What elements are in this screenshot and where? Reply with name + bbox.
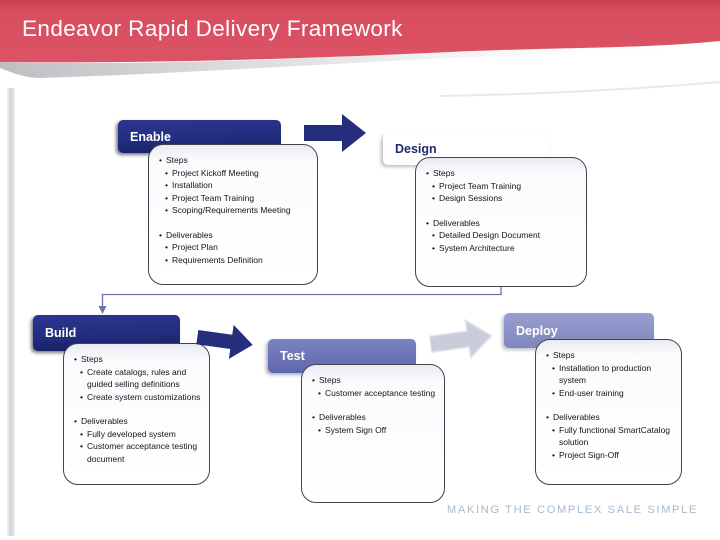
steps-label: Steps [312, 374, 438, 387]
steps-label: Steps [426, 167, 580, 180]
deliverable-item: System Architecture [432, 242, 580, 255]
steps-label: Steps [74, 353, 203, 366]
phase-content-build: Steps Create catalogs, rules and guided … [63, 343, 210, 485]
phase-content-design: Steps Project Team Training Design Sessi… [415, 157, 587, 287]
step-item: Design Sessions [432, 192, 580, 205]
arrow-test-to-deploy-icon [428, 318, 493, 360]
step-item: Installation [165, 179, 311, 192]
step-item: Project Team Training [432, 180, 580, 193]
phase-label-enable: Enable [130, 129, 171, 144]
deliverable-item: Fully developed system [80, 428, 203, 441]
deliverable-item: Requirements Definition [165, 254, 311, 267]
phase-content-test: Steps Customer acceptance testing Delive… [301, 364, 445, 503]
footer-tagline: MAKING THE COMPLEX SALE SIMPLE [446, 504, 698, 516]
phase-content-enable: Steps Project Kickoff Meeting Installati… [148, 144, 318, 285]
phase-label-test: Test [280, 349, 305, 363]
deliverable-item: Detailed Design Document [432, 229, 580, 242]
deliverable-item: Customer acceptance testing document [80, 440, 203, 465]
phase-label-build: Build [45, 326, 77, 340]
arrow-enable-to-design-icon [304, 114, 366, 152]
deliverable-item: Project Plan [165, 241, 311, 254]
step-item: Create system customizations [80, 391, 203, 404]
phase-label-design: Design [395, 142, 437, 156]
phase-content-deploy: Steps Installation to production system … [535, 339, 682, 485]
left-accent-strip [7, 88, 15, 536]
phase-header-design: Design [383, 133, 550, 165]
arrow-build-to-test-icon [196, 324, 253, 359]
step-item: Customer acceptance testing [318, 387, 438, 400]
deliverable-item: Fully functional SmartCatalog solution [552, 424, 675, 449]
step-item: Project Kickoff Meeting [165, 167, 311, 180]
deliverables-label: Deliverables [312, 411, 438, 424]
steps-label: Steps [546, 349, 675, 362]
deliverable-item: Project Sign-Off [552, 449, 675, 462]
steps-label: Steps [159, 154, 311, 167]
step-item: Create catalogs, rules and guided sellin… [80, 366, 203, 391]
step-item: Scoping/Requirements Meeting [165, 204, 311, 217]
phase-label-deploy: Deploy [516, 323, 558, 338]
deliverables-label: Deliverables [159, 229, 311, 242]
deliverables-label: Deliverables [546, 411, 675, 424]
step-item: Installation to production system [552, 362, 675, 387]
deliverable-item: System Sign Off [318, 424, 438, 437]
deliverables-label: Deliverables [74, 415, 203, 428]
banner-swoosh-graphic [0, 0, 720, 97]
step-item: Project Team Training [165, 192, 311, 205]
slide-title: Endeavor Rapid Delivery Framework [22, 16, 403, 41]
deliverables-label: Deliverables [426, 217, 580, 230]
step-item: End-user training [552, 387, 675, 400]
